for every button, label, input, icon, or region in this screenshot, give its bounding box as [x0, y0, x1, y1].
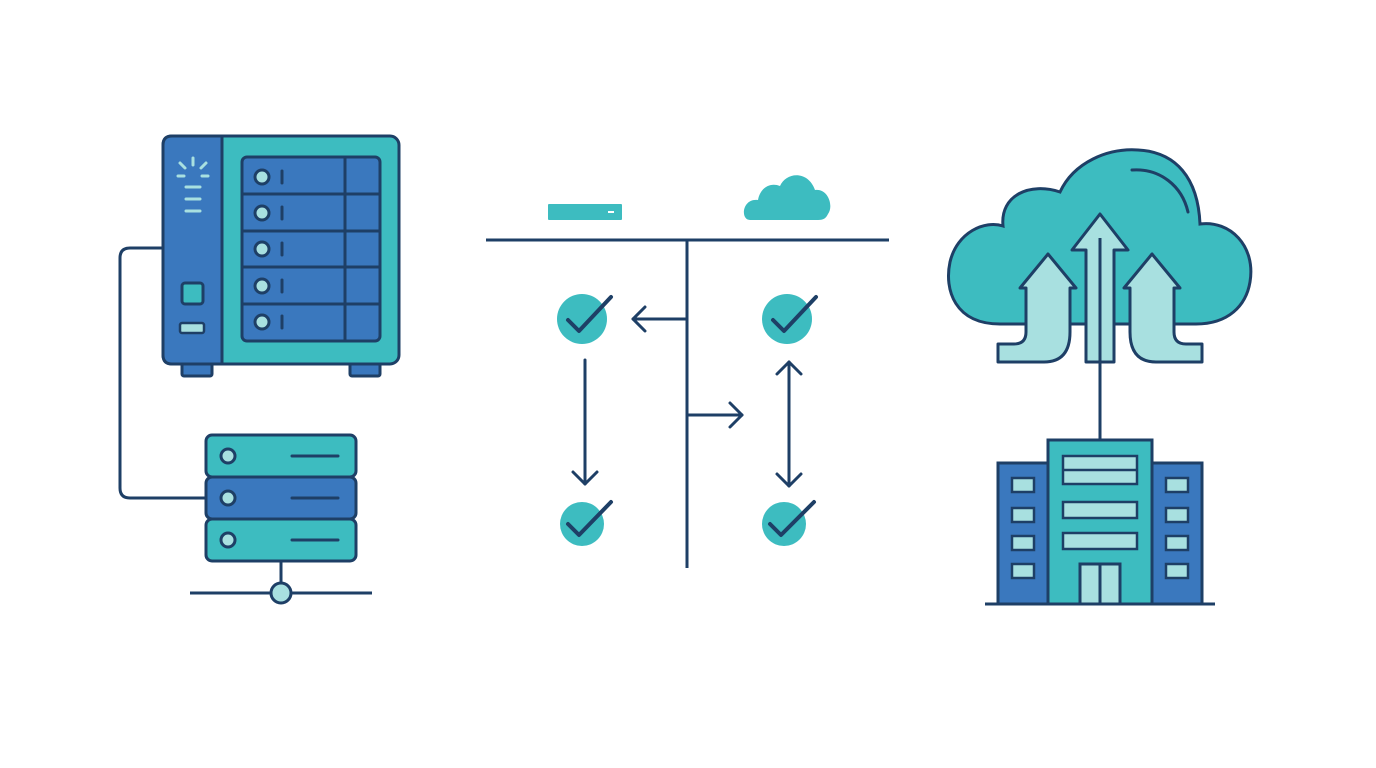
arrow-right-icon [685, 401, 744, 429]
drive-bay [253, 240, 284, 258]
small-cloud-icon [743, 175, 831, 220]
check-circle-icon [762, 294, 818, 344]
arrow-left-icon [631, 305, 689, 333]
building-door [1078, 562, 1122, 606]
left-storage-group [118, 134, 401, 605]
drive-bays [242, 168, 380, 331]
check-circle-icon [762, 500, 816, 546]
drive-bay [253, 204, 284, 222]
nas-storage-icon [161, 134, 401, 366]
usb-slot [178, 321, 206, 335]
network-node-icon [190, 561, 372, 605]
server-unit [204, 433, 358, 479]
building-windows [1010, 454, 1190, 580]
check-circle-icon [560, 500, 613, 546]
office-building-icon [985, 438, 1215, 606]
cloud-highlight [1130, 168, 1190, 214]
arrow-up-down-icon [775, 360, 803, 488]
cloud-upload-icon [947, 148, 1253, 364]
drive-bay [253, 277, 284, 295]
check-circle-icon [557, 294, 613, 344]
upload-streams [996, 212, 1204, 364]
server-unit [204, 517, 358, 563]
nas-front-panel [161, 134, 224, 366]
connection-cable [118, 246, 206, 500]
power-button-icon [180, 281, 205, 306]
vent-lines [184, 185, 202, 213]
status-light-icon [176, 156, 210, 178]
server-unit [204, 475, 358, 521]
drive-bay [253, 168, 284, 186]
arrow-down-icon [571, 358, 599, 486]
center-flow-group [486, 175, 889, 568]
right-cloud-group [947, 148, 1253, 606]
server-stack-icon [204, 433, 358, 563]
device-bar-icon [548, 204, 622, 220]
drive-bay [253, 313, 284, 331]
